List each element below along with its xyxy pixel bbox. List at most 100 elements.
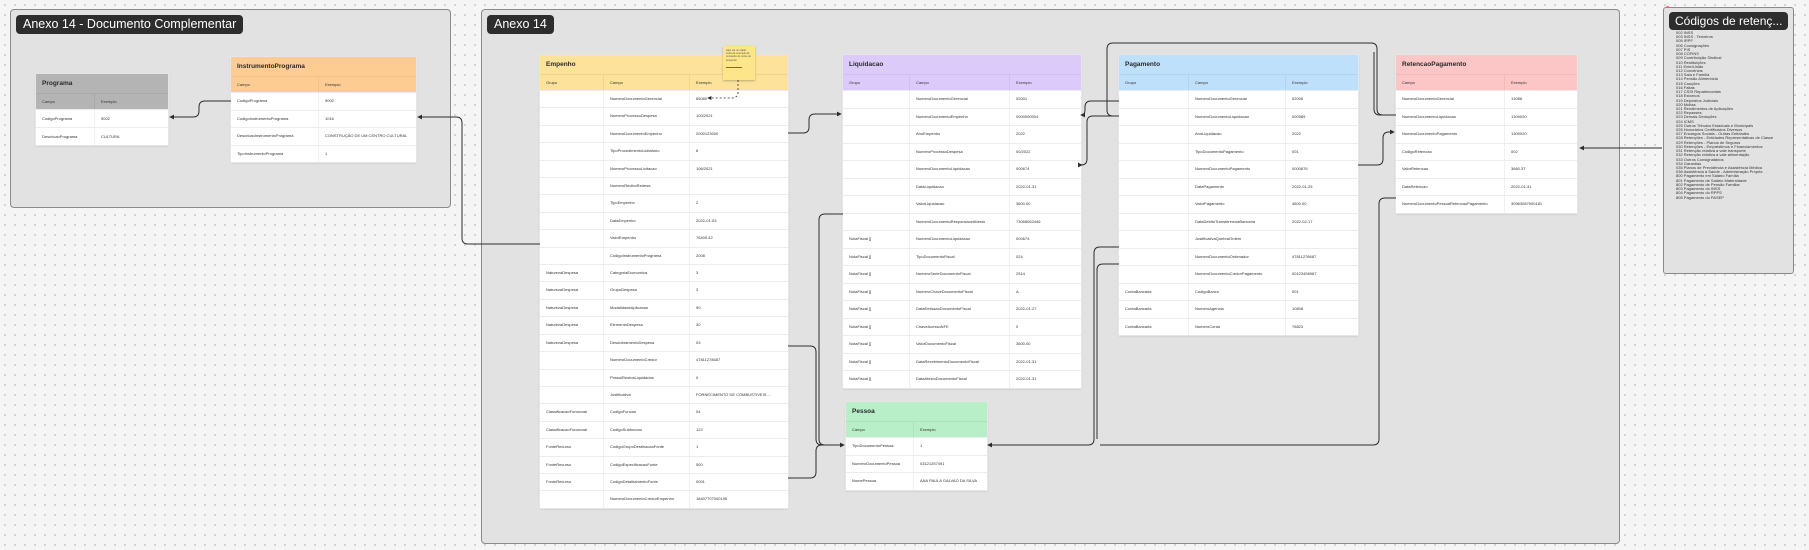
table-cell [540, 387, 603, 403]
table-row[interactable]: NotaFiscal []DataRecebimentoDocumentoFis… [843, 352, 1081, 370]
table-cell: DataRetencao [1402, 183, 1428, 189]
table-cell: CONSTRUÇÃO DE UM CENTRO CULTURAL [318, 128, 416, 145]
table-cell: NumeroDocumentoPessoaRetencaoPagamento [1402, 201, 1488, 206]
sticky-note[interactable]: Aqui vai um dado extra de exemplo de con… [723, 46, 755, 80]
table-cell: FORNECIMENTO DE COMBUSTIVEIS ... [689, 386, 788, 404]
table-row[interactable]: DescricaoInstrumentoPrograma CONSTRUÇÃO D… [231, 127, 416, 145]
retention-codes-title: Códigos de retenç... [1669, 12, 1789, 30]
table-cell: NotaFiscal [] [849, 358, 872, 364]
table-cell: 2022-01-31 [1504, 178, 1577, 195]
retention-code-item: 033 Outros Consignatários [1676, 157, 1724, 162]
table-cell: CULTURA [94, 128, 168, 145]
table-cell: GrupoDespesa [603, 282, 689, 299]
table-cell: DescricaoInstrumentoPrograma [237, 133, 294, 138]
retention-code-item: 036 Assistência à Saúde - Administração … [1676, 170, 1763, 175]
table-row[interactable]: DataRetencao 2022-01-31 [1396, 177, 1577, 195]
table-cell: NotaFiscal [] [849, 376, 872, 381]
table-cell: 47811278687 [1285, 248, 1358, 265]
table-title: InstrumentoPrograma [231, 57, 416, 77]
table-title: Liquidacao [843, 55, 1081, 75]
column-header: Campo [852, 427, 865, 432]
table-row[interactable]: JustificativaQuebraOrdem [1119, 230, 1358, 248]
table-cell [540, 195, 603, 211]
table-row[interactable]: NumeroReciboRedesa [540, 177, 788, 195]
